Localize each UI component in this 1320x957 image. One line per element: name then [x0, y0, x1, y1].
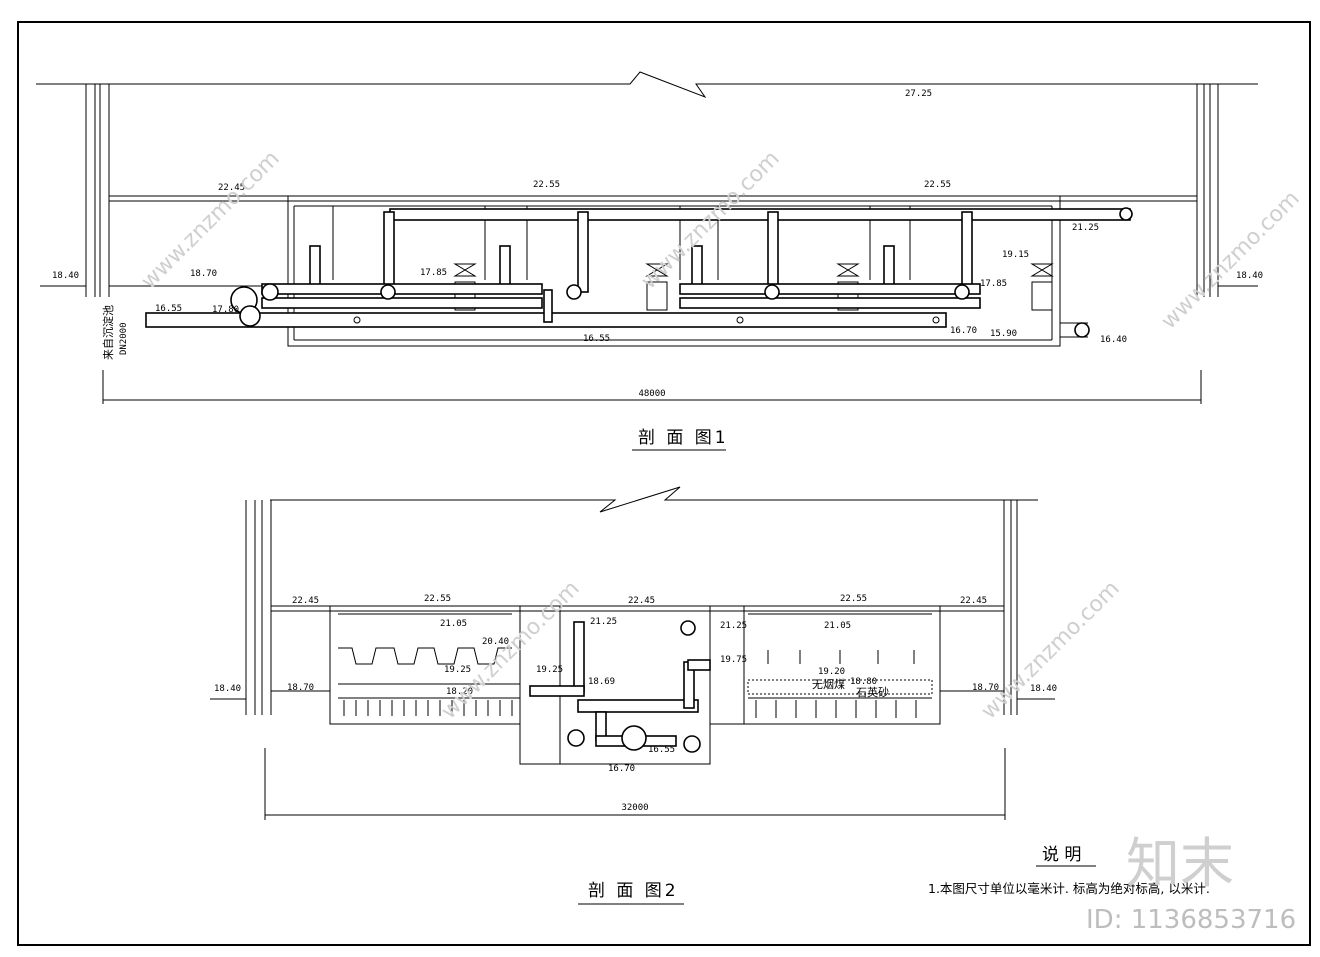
s2-elev-roof-a: 22.45	[292, 596, 319, 606]
s2-elev-roof-b: 22.55	[424, 594, 451, 604]
sheet-border	[17, 21, 1311, 946]
watermark-brand: 知末	[1126, 832, 1234, 895]
section-2-title: 剖 面 图2	[588, 881, 679, 901]
elev-pipe-in: 16.55	[155, 304, 182, 314]
elev-grade-left: 18.70	[190, 269, 217, 279]
watermark-id: ID: 1136853716	[1086, 905, 1296, 935]
s2-elev-water-right: 21.05	[824, 621, 851, 631]
s2-elev-right-mid: 19.75	[720, 655, 747, 665]
elev-bottom: 16.55	[583, 334, 610, 344]
s2-elev-weir: 20.40	[482, 637, 509, 647]
media-anthracite: 无烟煤	[812, 677, 845, 691]
break-line	[36, 71, 1258, 99]
s2-elev-grade-left: 18.70	[287, 683, 314, 693]
watermark-site-4: www.znzmo.com	[437, 576, 585, 724]
notes: 说 明 1.本图尺寸单位以毫米计. 标高为绝对标高, 以米计.	[928, 845, 1210, 896]
header-pipe	[389, 208, 1131, 221]
section-1-title: 剖 面 图1	[638, 428, 729, 448]
elev-roof-right: 22.55	[924, 180, 951, 190]
s2-elev-water-level-r: 19.20	[818, 667, 845, 677]
section-2: 32000 剖 面 图2 22.45 22.55 22.45 22.55 22.…	[210, 486, 1057, 905]
elev-roof-left: 22.45	[218, 183, 245, 193]
inlet-label: 来自沉淀池	[101, 305, 115, 360]
filter-tank-outline	[287, 195, 1061, 347]
elev-roof-mid: 22.55	[533, 180, 560, 190]
elev-pipe-in2: 17.80	[212, 305, 239, 315]
dimension-48000: 48000	[638, 389, 665, 399]
s2-elev-ground-left: 18.40	[214, 684, 241, 694]
watermark-site-3: www.znzmo.com	[1157, 186, 1305, 334]
elev-ground-left: 18.40	[52, 271, 79, 281]
elev-top: 27.25	[905, 89, 932, 99]
elev-outlet-top: 21.25	[1072, 223, 1099, 233]
s2-elev-gallery-top: 21.25	[590, 617, 617, 627]
elev-water-right: 19.15	[1002, 250, 1029, 260]
inlet-pipe-size: DN2000	[119, 322, 129, 355]
s2-elev-water-left: 21.05	[440, 619, 467, 629]
break-line-2	[270, 486, 1038, 513]
elev-ground-right: 18.40	[1236, 271, 1263, 281]
media-quartz-sand: 石英砂	[856, 685, 889, 699]
s2-elev-ground-right: 18.40	[1030, 684, 1057, 694]
s2-elev-roof-c: 22.45	[628, 596, 655, 606]
s2-elev-filter-floor-l: 18.20	[446, 687, 473, 697]
elev-mid-left: 17.85	[420, 268, 447, 278]
s2-elev-water-level-l: 19.25	[444, 665, 471, 675]
dimension-32000: 32000	[621, 803, 648, 813]
elev-outlet: 16.40	[1100, 335, 1127, 345]
s2-elev-grade-right: 18.70	[972, 683, 999, 693]
elev-bottom-right: 16.70	[950, 326, 977, 336]
elev-sump: 15.90	[990, 329, 1017, 339]
watermark-site-5: www.znzmo.com	[977, 576, 1125, 724]
notes-line-1: 1.本图尺寸单位以毫米计. 标高为绝对标高, 以米计.	[928, 881, 1210, 896]
s2-elev-gallery-bottom: 16.55	[648, 745, 675, 755]
s2-elev-sand-top: 18.80	[850, 677, 877, 687]
s2-elev-right-top: 21.25	[720, 621, 747, 631]
notes-heading: 说 明	[1042, 845, 1081, 865]
s2-elev-roof-d: 22.55	[840, 594, 867, 604]
section-1: 48000 剖 面 图1 27.25 22.45 22.55 22.55 18.…	[36, 71, 1263, 451]
s2-elev-gallery-floor: 16.70	[608, 764, 635, 774]
s2-elev-gallery-mid: 19.25	[536, 665, 563, 675]
right-filter-cell	[709, 605, 941, 725]
s2-elev-gallery-pipe: 18.69	[588, 677, 615, 687]
elev-mid-right: 17.85	[980, 279, 1007, 289]
s2-elev-roof-e: 22.45	[960, 596, 987, 606]
